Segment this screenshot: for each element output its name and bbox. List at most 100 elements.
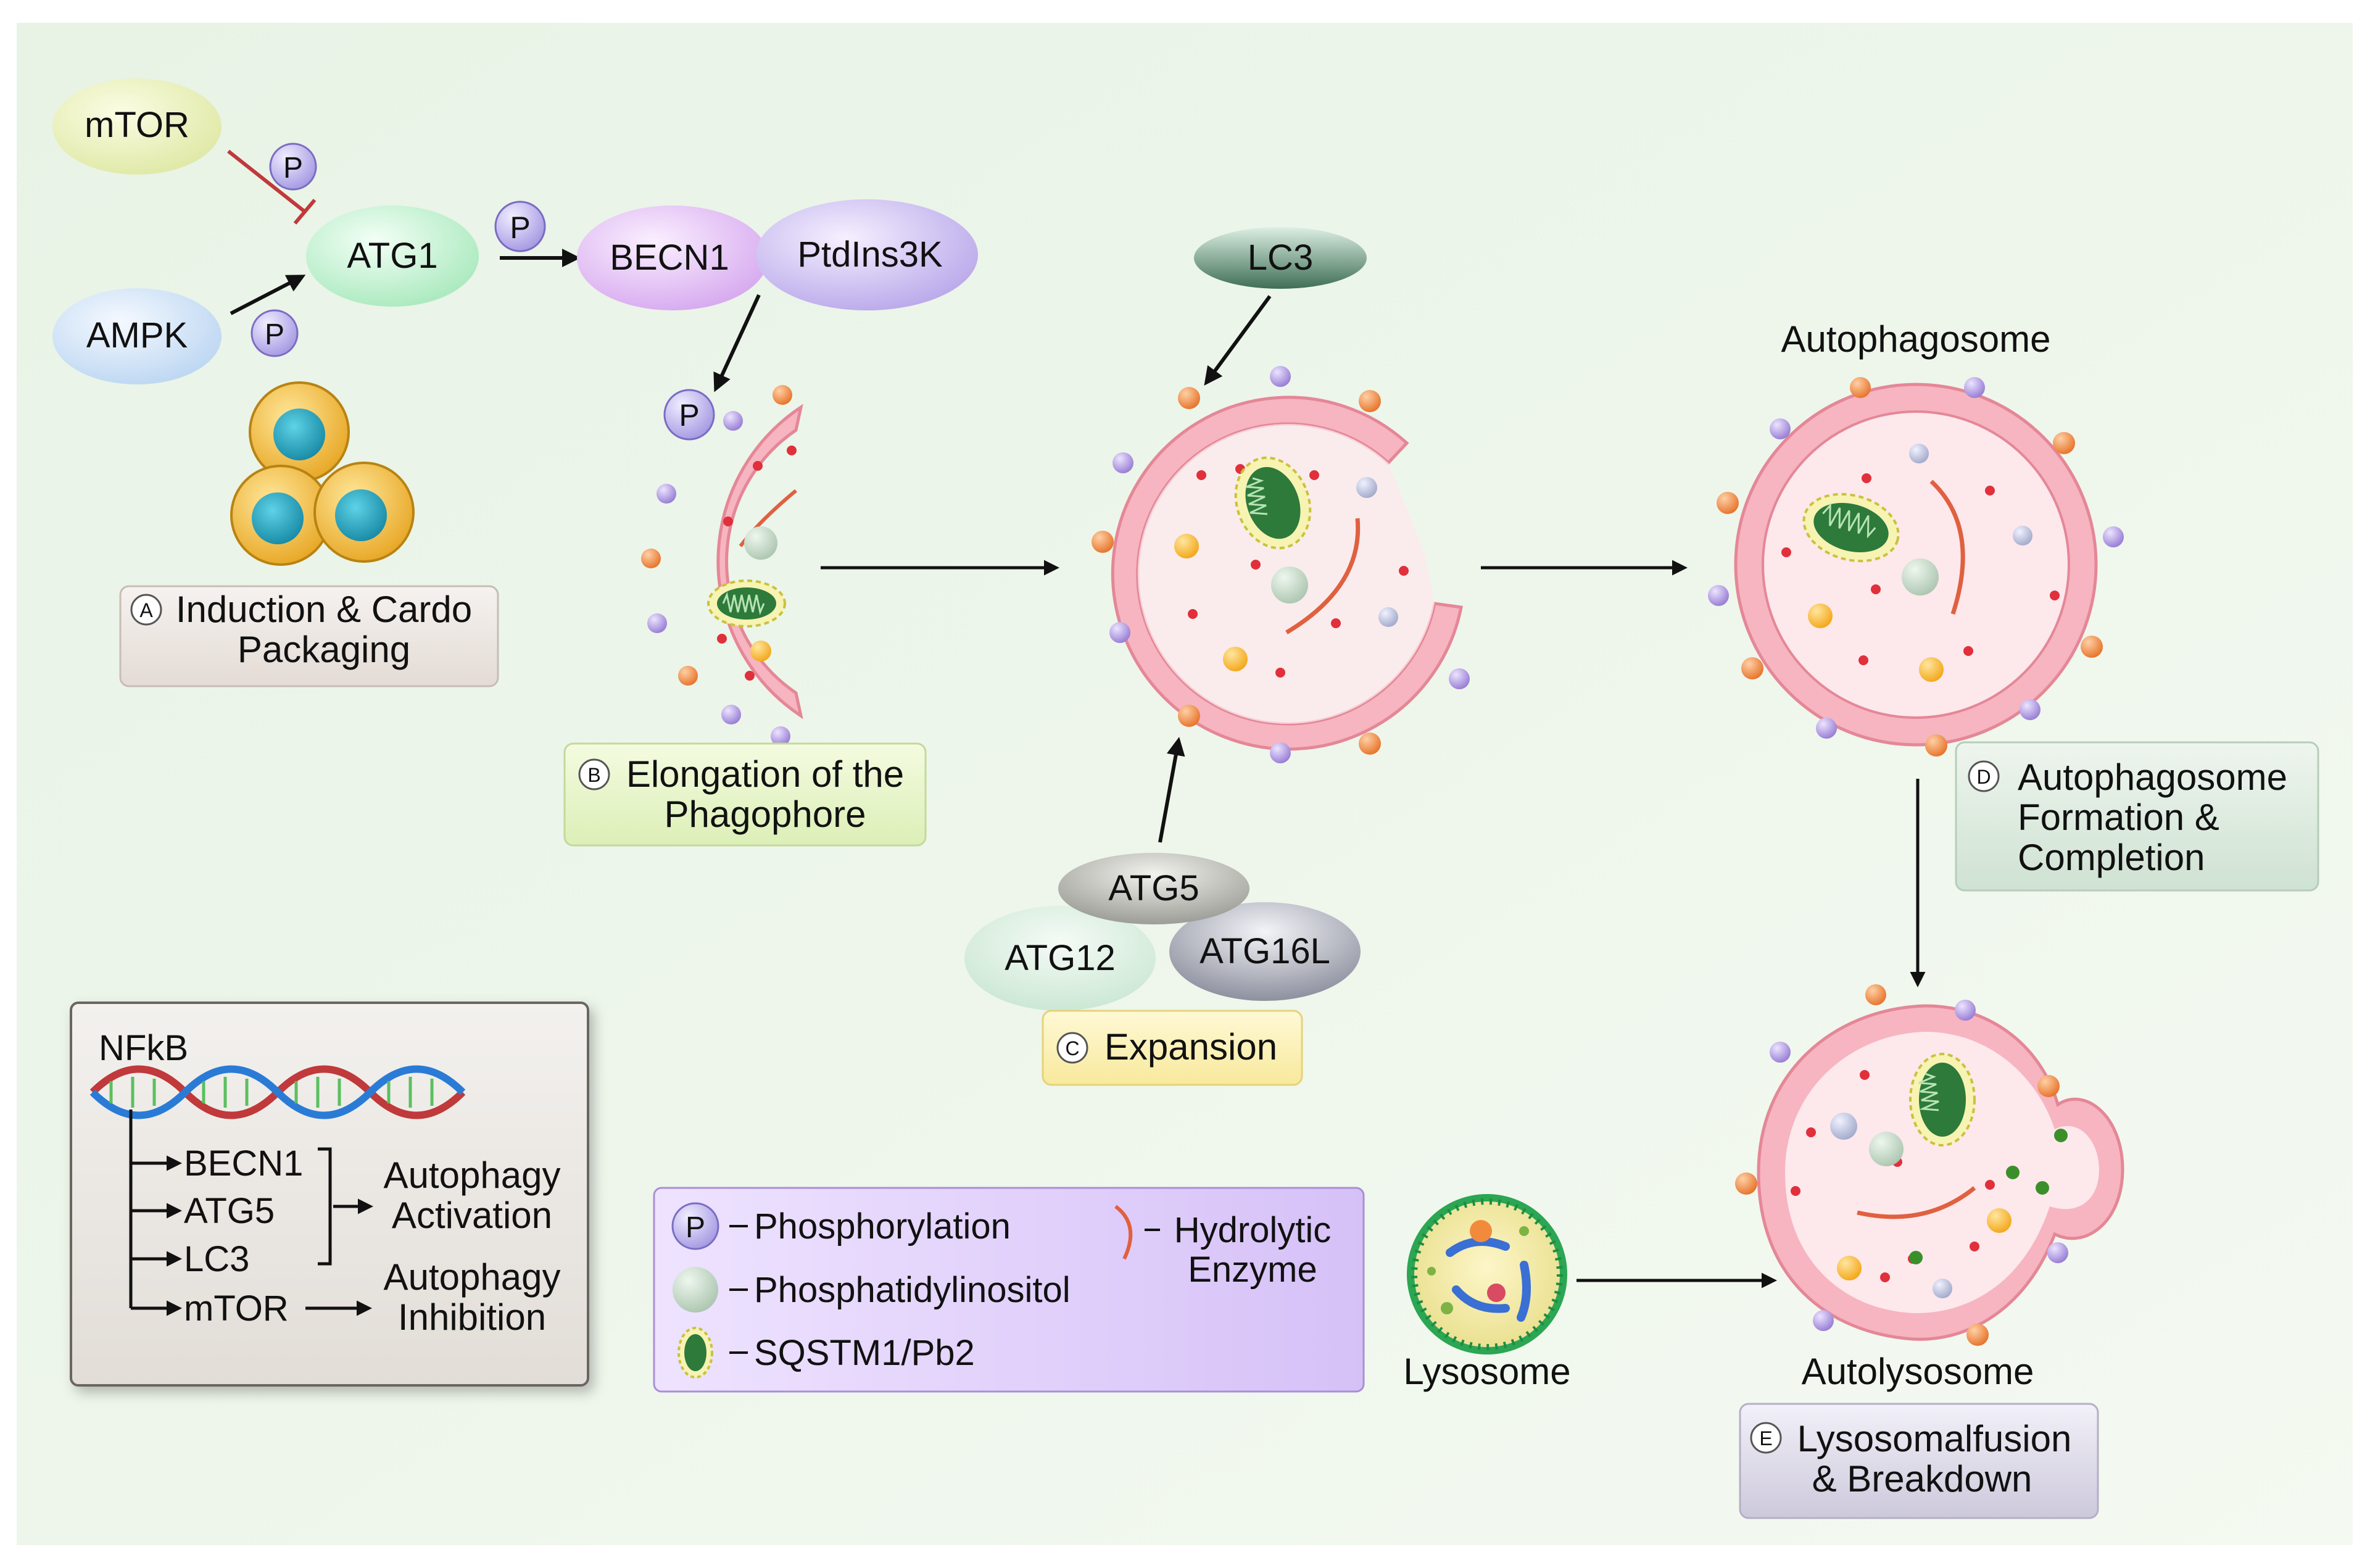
phospho-p-mtor-label: P [283, 152, 303, 185]
stage-a-box [119, 585, 499, 687]
stage-c-badge [1056, 1032, 1088, 1064]
legend-hydrolytic-line2: Enzyme [1188, 1250, 1317, 1290]
expanding-mitochondrion-icon [1234, 456, 1312, 550]
ptdins3k-label: PtdIns3K [797, 234, 943, 275]
stage-a-letter: A [139, 599, 153, 621]
stage-e-box [1739, 1403, 2099, 1519]
nfkb-target-lc3: LC3 [184, 1239, 249, 1279]
autophagosome-dots [1708, 377, 2124, 757]
stage-d-line1: Autophagosome [2018, 757, 2287, 798]
nfkb-title: NFkB [99, 1028, 188, 1068]
stage-d-letter: D [1976, 766, 1991, 788]
expanding-dots [1092, 366, 1470, 763]
stage-b-letter: B [587, 764, 600, 786]
lc3-label: LC3 [1248, 238, 1313, 278]
atg1-node [306, 205, 479, 307]
stage-d-line2: Formation & [2018, 797, 2219, 838]
phospho-p-ampk [251, 309, 299, 357]
ampk-activates-atg1 [230, 275, 306, 315]
stage-b-line2: Phagophore [665, 794, 866, 835]
phospho-p-phagophore-label: P [679, 398, 699, 433]
phospho-p-phagophore [663, 389, 715, 441]
stage-c-letter: C [1065, 1037, 1079, 1060]
autophagosome-enzyme [1929, 479, 1965, 615]
atg12-label: ATG12 [1005, 938, 1115, 978]
mtor-label: mTOR [85, 105, 189, 145]
legend-p-icon-label: P [686, 1211, 705, 1244]
autolysosome-enzyme [1857, 1186, 1976, 1219]
stage-e-line2: & Breakdown [1812, 1458, 2032, 1500]
stage-c-expansion: ATG12 ATG16L ATG5 C Expansion [964, 366, 1470, 1086]
stage-e-letter: E [1759, 1427, 1772, 1450]
atg5-node [1058, 853, 1249, 924]
stage-d-autophagosome: Autophagosome [1708, 318, 2319, 892]
autolysosome-dots [1735, 984, 2068, 1346]
autolysosome-phosphatidylinositol [1869, 1132, 1904, 1166]
inhibition-bar [293, 199, 317, 225]
stage-b-line1: Elongation of the [626, 753, 904, 795]
nfkb-activation-bracket [318, 1147, 332, 1266]
stage-d-box [1955, 741, 2319, 892]
autophagosome-label: Autophagosome [1781, 318, 2051, 360]
legend-p-icon [671, 1202, 719, 1250]
stage-a-line2: Packaging [238, 629, 410, 670]
atg16l-node [1169, 902, 1361, 1001]
nfkb-target-becn1: BECN1 [184, 1143, 303, 1184]
atg12-node [964, 906, 1156, 1011]
dna-icon [89, 1065, 466, 1119]
stage-c-line1: Expansion [1104, 1026, 1277, 1068]
legend-phosphorylation: Phosphorylation [754, 1206, 1011, 1247]
stage-e-line1: Lysosomalfusion [1797, 1418, 2072, 1459]
mtor-inhibits-atg1 [227, 149, 306, 214]
mtor-node [52, 78, 222, 175]
stage-b-box [563, 742, 927, 847]
nfkb-inhibition-line1: Autophagy [384, 1256, 561, 1298]
autolysosome-mitochondrion-icon [1909, 1053, 1976, 1147]
stage-b-phagophore: P B Elongation of the [563, 385, 927, 847]
stage-e-autolysosome: Autolysosome E Lysosomalfusion & Breakdo… [1735, 984, 2124, 1519]
becn1-label: BECN1 [610, 238, 729, 278]
atg-complex-to-expansion-arrow [1158, 737, 1185, 843]
stage-b-badge [578, 758, 610, 790]
legend-sqstm1-icon [677, 1327, 713, 1379]
autophagosome-phosphatidylinositol [1902, 558, 1939, 595]
lysosome-label: Lysosome [1403, 1351, 1570, 1392]
phagophore-dots [641, 385, 797, 746]
legend-enzyme-icon [1114, 1205, 1133, 1260]
legend-phosphatidylinositol: Phosphatidylinositol [754, 1270, 1071, 1310]
cargo-cells-icon [230, 381, 415, 566]
ptdins3k-node [756, 199, 978, 310]
ampk-label: AMPK [86, 315, 188, 355]
nfkb-activation-line2: Activation [392, 1195, 552, 1236]
legend-sqstm1: SQSTM1/Pb2 [754, 1333, 975, 1373]
atg16l-label: ATG16L [1200, 931, 1330, 971]
expanding-enzyme [1285, 518, 1361, 635]
nfkb-panel: NFkB BECN1 ATG5 LC3 mTOR Autophagy Activ… [70, 1002, 589, 1387]
complex-to-phagophore-arrow [713, 294, 761, 392]
stage-a-badge [130, 594, 162, 626]
nfkb-inhibition-line2: Inhibition [398, 1296, 546, 1338]
nfkb-target-atg5: ATG5 [184, 1191, 275, 1231]
phagophore-membrane [716, 404, 803, 720]
nfkb-target-mtor: mTOR [184, 1288, 289, 1329]
stage-d-line3: Completion [2018, 837, 2205, 878]
stage-a-induction: mTOR AMPK ATG1 P P A Induction & Cardo P… [52, 78, 499, 687]
phospho-p-atg1-label: P [510, 210, 530, 245]
legend-phosphatidylinositol-icon [673, 1267, 718, 1313]
stage-d-badge [1968, 760, 2000, 792]
legend-box [653, 1187, 1365, 1393]
ampk-node [52, 288, 222, 384]
becn1-ptdins3k-complex: BECN1 PtdIns3K [577, 199, 978, 310]
atg5-label: ATG5 [1108, 868, 1199, 908]
phospho-p-ampk-label: P [265, 318, 284, 351]
expanding-phosphatidylinositol [1271, 566, 1308, 604]
autolysosome-lumen [1785, 1032, 2099, 1314]
phagophore-mitochondrion-icon [707, 579, 786, 628]
phospho-p-atg1 [494, 201, 546, 252]
becn1-node [577, 205, 768, 310]
lc3-to-expansion-arrow [1204, 295, 1272, 386]
legend-panel: P Phosphorylation Phosphatidylinositol S… [653, 1187, 1365, 1393]
stage-a-line1: Induction & Cardo [176, 589, 472, 630]
phagophore-phosphatidylinositol [744, 526, 777, 560]
